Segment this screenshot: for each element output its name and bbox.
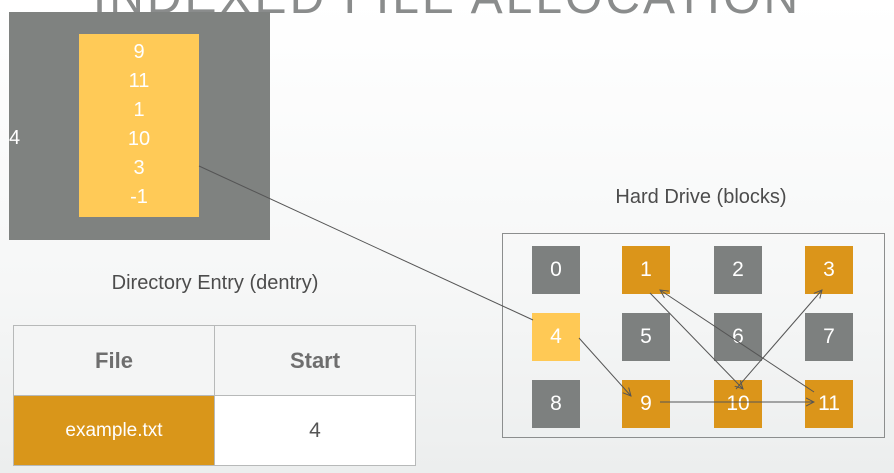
index-entry: 10 — [127, 128, 151, 150]
block-1: 1 — [622, 246, 670, 294]
hard-drive-box — [502, 233, 885, 438]
block-3: 3 — [805, 246, 853, 294]
block-7: 7 — [805, 313, 853, 361]
dentry-start-cell: 4 — [214, 395, 416, 466]
index-entry: 1 — [133, 99, 145, 121]
dentry-caption: Directory Entry (dentry) — [111, 272, 319, 294]
block-10: 10 — [714, 380, 762, 428]
index-entry: 9 — [133, 41, 145, 63]
index-block-number: 4 — [9, 127, 21, 149]
block-11: 11 — [805, 380, 853, 428]
index-entry: 11 — [128, 70, 150, 92]
dentry-file-cell: example.txt — [13, 395, 215, 466]
block-8: 8 — [532, 380, 580, 428]
index-block-panel: 4 9 11 1 10 3 -1 — [9, 12, 270, 240]
hard-drive-caption: Hard Drive (blocks) — [615, 186, 787, 208]
block-6: 6 — [714, 313, 762, 361]
block-0: 0 — [532, 246, 580, 294]
block-5: 5 — [622, 313, 670, 361]
dentry-table: File Start example.txt 4 — [13, 325, 416, 466]
dentry-header-file: File — [13, 325, 215, 396]
index-entry: 3 — [133, 157, 145, 179]
dentry-header-row: File Start — [13, 325, 416, 396]
index-entry: -1 — [130, 186, 148, 208]
block-2: 2 — [714, 246, 762, 294]
dentry-header-start: Start — [214, 325, 416, 396]
index-block-entries: 9 11 1 10 3 -1 — [79, 34, 199, 217]
block-9: 9 — [622, 380, 670, 428]
table-row: example.txt 4 — [13, 395, 416, 466]
block-4: 4 — [532, 313, 580, 361]
